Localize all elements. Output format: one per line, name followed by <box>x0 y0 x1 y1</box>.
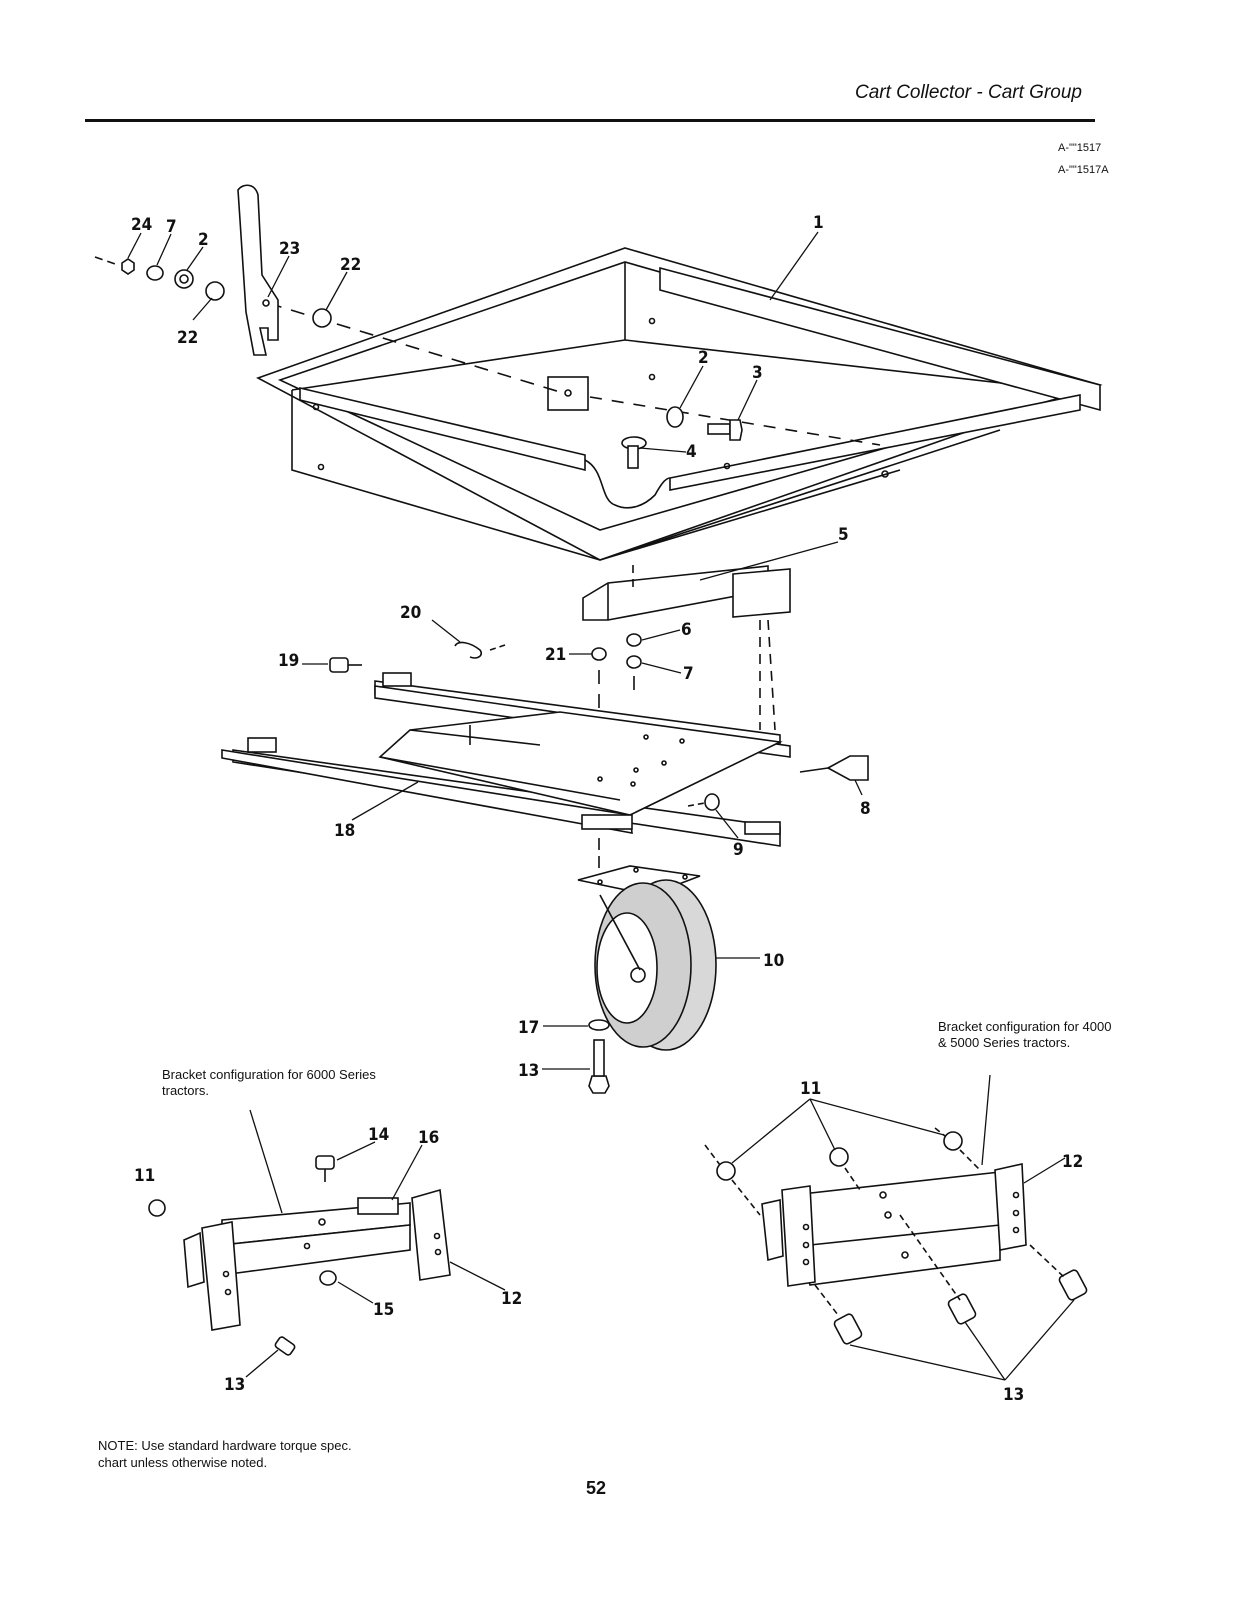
callout-22-right: 22 <box>340 255 361 275</box>
callout-2-left: 2 <box>198 230 209 250</box>
callout-13-left: 13 <box>224 1375 245 1395</box>
callout-11-left: 11 <box>134 1166 155 1186</box>
cart-body <box>256 247 1103 561</box>
cart-frame <box>221 672 869 847</box>
callout-20: 20 <box>400 603 421 623</box>
callout-13-right: 13 <box>1003 1385 1024 1405</box>
callout-19: 19 <box>278 651 299 671</box>
pivot-bolt-hardware <box>621 406 743 469</box>
callout-14: 14 <box>368 1125 389 1145</box>
callout-7-center: 7 <box>683 664 694 684</box>
callout-10: 10 <box>763 951 784 971</box>
callout-22-left: 22 <box>177 328 198 348</box>
callout-9: 9 <box>733 840 744 860</box>
header-rule <box>85 119 1095 122</box>
callout-15: 15 <box>373 1300 394 1320</box>
leader-lines <box>127 231 1075 1381</box>
callout-18: 18 <box>334 821 355 841</box>
latch-handle <box>237 184 279 356</box>
callout-8: 8 <box>860 799 871 819</box>
page-number: 52 <box>586 1478 607 1498</box>
torque-note: NOTE: Use standard hardware torque spec.… <box>98 1438 352 1470</box>
page-header-title: Cart Collector - Cart Group <box>854 82 1082 103</box>
callout-numbers: 1 24 7 2 23 22 22 2 3 4 5 6 7 21 20 19 8… <box>131 213 1083 1405</box>
bracket-hardware <box>329 633 642 790</box>
bracket-4000-5000-assembly <box>704 1127 1088 1345</box>
hardware-left <box>94 256 332 328</box>
drawing-ref-2: A-""1517A <box>1058 164 1109 176</box>
callout-21: 21 <box>545 645 566 665</box>
caption-6000-series: Bracket configuration for 6000 Series tr… <box>162 1067 376 1098</box>
caption-4000-5000-series: Bracket configuration for 4000 & 5000 Se… <box>938 1019 1112 1050</box>
caster-wheel <box>577 838 717 1094</box>
mount-bracket <box>582 565 791 731</box>
callout-1: 1 <box>813 213 824 233</box>
callout-13-center: 13 <box>518 1061 539 1081</box>
bracket-6000-assembly <box>148 1155 451 1356</box>
callout-11-right: 11 <box>800 1079 821 1099</box>
callout-23: 23 <box>279 239 300 259</box>
callout-4: 4 <box>686 442 697 462</box>
callout-17: 17 <box>518 1018 539 1038</box>
callout-5: 5 <box>838 525 849 545</box>
drawing-ref-1: A-""1517 <box>1058 142 1102 154</box>
callout-3: 3 <box>752 363 763 383</box>
callout-6: 6 <box>681 620 692 640</box>
callout-2-center: 2 <box>698 348 709 368</box>
callout-12-right: 12 <box>1062 1152 1083 1172</box>
callout-24: 24 <box>131 215 152 235</box>
callout-16: 16 <box>418 1128 439 1148</box>
callout-12-left: 12 <box>501 1289 522 1309</box>
callout-7-left: 7 <box>166 217 177 237</box>
